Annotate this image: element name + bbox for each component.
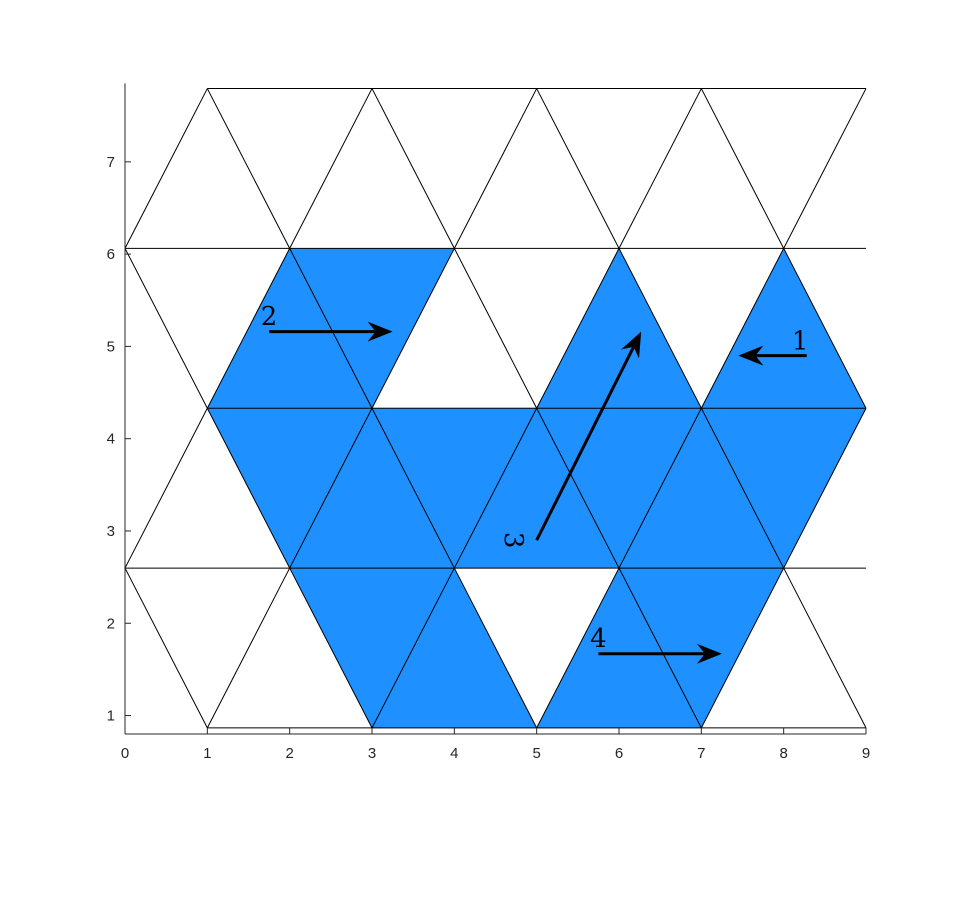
diagonal-line bbox=[124, 567, 208, 729]
diagonal-line bbox=[783, 408, 867, 569]
x-tick-label: 2 bbox=[285, 745, 293, 762]
arrow-4: 4 bbox=[590, 624, 722, 664]
x-tick-label: 5 bbox=[532, 745, 540, 762]
diagonal-line bbox=[206, 248, 291, 409]
y-tick-label: 5 bbox=[107, 338, 115, 355]
diagonal-line bbox=[536, 567, 620, 729]
diagonal-line bbox=[618, 248, 702, 409]
diagonal-line bbox=[618, 408, 702, 569]
diagonal-line bbox=[289, 567, 373, 729]
diagonal-line bbox=[371, 248, 455, 409]
y-tick-label: 7 bbox=[107, 154, 115, 171]
diagonal-line bbox=[206, 567, 291, 729]
diagonal-line bbox=[700, 567, 785, 729]
arrow-3: 3 bbox=[498, 331, 642, 549]
lattice-lines bbox=[124, 88, 867, 729]
arrow-label: 1 bbox=[792, 327, 809, 357]
arrow-head bbox=[621, 331, 642, 359]
x-tick-label: 1 bbox=[203, 745, 211, 762]
diagonal-line bbox=[289, 248, 373, 409]
x-tick-label: 7 bbox=[697, 745, 705, 762]
diagonal-line bbox=[700, 88, 785, 249]
diagonal-line bbox=[371, 88, 455, 249]
diagonal-line bbox=[206, 88, 291, 249]
arrow-1: 1 bbox=[738, 327, 808, 366]
diagonal-line bbox=[453, 408, 538, 569]
diagonal-line bbox=[536, 88, 620, 249]
diagonal-line bbox=[700, 248, 785, 409]
diagonal-line bbox=[453, 567, 538, 729]
diagonal-line bbox=[371, 567, 455, 729]
y-tick-label: 2 bbox=[107, 615, 115, 632]
arrow-2: 2 bbox=[261, 302, 393, 342]
arrow-head bbox=[696, 643, 722, 664]
diagonal-line bbox=[783, 88, 867, 249]
diagonal-line bbox=[206, 408, 291, 569]
diagonal-line bbox=[536, 408, 620, 569]
diagonal-line bbox=[536, 248, 620, 409]
arrow-label: 3 bbox=[498, 532, 528, 549]
x-tick-label: 4 bbox=[450, 745, 458, 762]
arrow-label: 4 bbox=[590, 624, 607, 654]
diagonal-line bbox=[124, 88, 208, 249]
diagonal-line bbox=[289, 408, 373, 569]
diagonal-line bbox=[289, 88, 373, 249]
arrow-shaft bbox=[535, 346, 635, 541]
arrow-head bbox=[738, 345, 764, 366]
diagonal-line bbox=[618, 567, 702, 729]
y-tick-label: 3 bbox=[107, 523, 115, 540]
x-tick-label: 3 bbox=[368, 745, 376, 762]
diagonal-line bbox=[124, 248, 208, 409]
axes: 0 1 2 3 4 5 6 7 8 9 1 2 3 4 5 6 7 bbox=[107, 83, 870, 762]
diagonal-line bbox=[453, 88, 538, 249]
arrows: 1 2 3 4 bbox=[261, 302, 808, 664]
x-tick-label: 8 bbox=[779, 745, 787, 762]
x-tick-label: 9 bbox=[862, 745, 870, 762]
diagonal-line bbox=[700, 408, 785, 569]
y-tick-label: 4 bbox=[107, 431, 115, 448]
diagonal-line bbox=[783, 248, 867, 409]
diagonal-line bbox=[124, 408, 208, 569]
diagonal-line bbox=[618, 88, 702, 249]
arrow-head bbox=[367, 321, 393, 342]
arrow-label: 2 bbox=[261, 302, 278, 332]
x-tick-label: 6 bbox=[615, 745, 623, 762]
x-tick-label: 0 bbox=[121, 745, 129, 762]
diagonal-line bbox=[783, 567, 867, 729]
y-tick-label: 1 bbox=[107, 708, 115, 725]
diagonal-line bbox=[371, 408, 455, 569]
diagonal-line bbox=[453, 248, 538, 409]
y-tick-label: 6 bbox=[107, 246, 115, 263]
